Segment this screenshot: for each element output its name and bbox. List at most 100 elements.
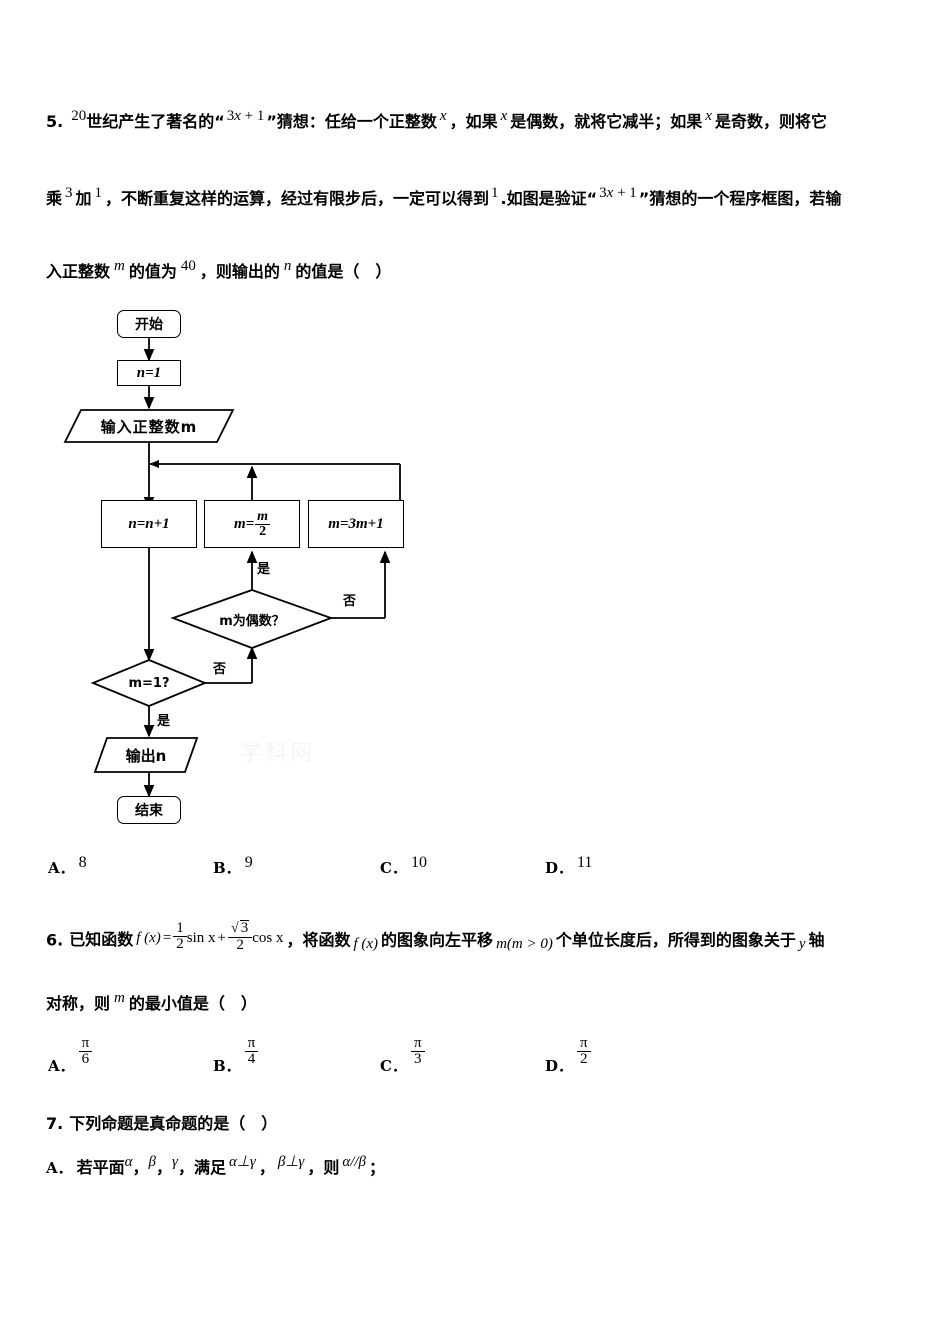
question-6-option-c-den: 3 (410, 1051, 425, 1068)
flow-edge-label-even-yes: 是 (257, 562, 271, 577)
question-7-plane-gamma: γ (172, 1154, 178, 1170)
question-6-option-a-den: 6 (78, 1051, 93, 1068)
question-5-text-e: 是奇数，则将它 (714, 112, 827, 131)
question-6-option-b[interactable]: B． π 4 (213, 1028, 259, 1076)
question-6-option-d-num: π (580, 1034, 588, 1051)
question-6-sqrt3-den: 2 (228, 936, 253, 954)
question-6-fx: f (x) (136, 930, 161, 947)
question-5-l3-text-a: 入正整数 (46, 262, 111, 281)
question-7-option-a-text-1: 若平面 (76, 1158, 125, 1177)
question-5-sup-20: 20 (71, 108, 87, 124)
question-5-expr-1: 3x + 1 (226, 108, 265, 124)
question-5-option-d[interactable]: D． 11 (545, 840, 592, 878)
question-7-condition-2: β⊥γ (277, 1154, 305, 1170)
question-5-l2-text-b: 加 (75, 189, 92, 208)
question-5-quote-open-2: “ (586, 189, 598, 208)
question-7-conclusion: α//β (342, 1154, 367, 1170)
flow-node-is-one: m=1? (93, 660, 205, 706)
question-6-half-den: 2 (173, 936, 187, 953)
question-6-option-c-num: π (413, 1034, 422, 1051)
question-6-half-num: 1 (176, 919, 184, 936)
question-6-l2-text-b: 的最小值是（ ） (128, 994, 257, 1013)
question-6-option-a-num: π (81, 1034, 90, 1051)
question-5-text-d: 是偶数，就将它减半；如果 (510, 112, 703, 131)
flow-node-output: 输出n (95, 738, 197, 772)
question-5-number: 5. (46, 112, 64, 131)
question-5-option-d-value: 11 (577, 854, 593, 871)
question-7-number: 7. (46, 1114, 64, 1133)
question-5-l2-text-d: .如图是验证 (500, 189, 587, 208)
flow-node-halve-m-numerator: m (257, 508, 269, 524)
flow-edge-label-even-no: 否 (343, 594, 357, 609)
question-5-option-a-value: 8 (78, 854, 87, 871)
question-6-option-a[interactable]: A． π 6 (48, 1028, 93, 1076)
flow-node-start: 开始 (117, 310, 181, 338)
question-6-shift: m(m > 0) (496, 936, 553, 953)
question-6-plus: + (217, 930, 227, 947)
question-6-option-b-value: π 4 (244, 1034, 259, 1069)
question-7-comma-3: ， (258, 1158, 275, 1177)
question-6-option-d-den: 2 (577, 1051, 591, 1068)
flow-node-increment-n-label: n=n+1 (128, 515, 170, 532)
question-5-sup-one: 1 (491, 185, 499, 201)
question-6-l2-text-a: 对称，则 (46, 994, 111, 1013)
question-5-l3-text-b: 的值为 (128, 262, 177, 281)
question-6-option-d[interactable]: D． π 2 (545, 1028, 591, 1076)
flow-node-start-label: 开始 (135, 317, 163, 333)
question-6-option-c[interactable]: C． π 3 (380, 1028, 425, 1076)
question-6-number: 6. (46, 930, 64, 950)
question-6-option-b-label: B． (213, 1057, 241, 1075)
question-6-option-c-value: π 3 (410, 1034, 425, 1069)
question-5-quote-close-1: ” (266, 112, 277, 131)
question-6-option-c-label: C． (380, 1057, 407, 1075)
question-5-quote-close-2: ” (638, 189, 650, 208)
flow-node-halve-m: m= m 2 (204, 500, 300, 548)
question-5-l3-text-c: ，则输出的 (199, 262, 280, 281)
question-5-l3-text-d: 的值是（ ） (295, 262, 392, 281)
question-5-option-a[interactable]: A． 8 (48, 840, 87, 878)
question-5-option-b[interactable]: B． 9 (213, 840, 253, 878)
flow-node-input: 输入正整数m (65, 410, 233, 442)
flow-node-is-even: m为偶数？ (173, 590, 331, 648)
question-5-var-m: m (114, 258, 125, 274)
question-6-sin-x: sin x (186, 930, 216, 947)
flow-node-is-one-label: m=1? (93, 660, 205, 706)
question-7-semicolon: ； (369, 1158, 386, 1177)
question-5-l2-text-e: 猜想的一个程序框图，若输 (649, 189, 842, 208)
flow-node-halve-m-expr: m= m 2 (234, 508, 271, 539)
question-5-option-c[interactable]: C． 10 (380, 840, 427, 878)
question-7-line-1: 7.下列命题是真命题的是（ ） (46, 1110, 277, 1134)
question-5-expr-2: 3x + 1 (599, 185, 637, 201)
flow-node-end: 结束 (117, 796, 181, 824)
flow-node-increment-n: n=n+1 (101, 500, 197, 548)
flowchart-connectors (63, 338, 401, 798)
question-7-comma-1: ， (132, 1158, 149, 1177)
question-7-comma-2: ， (156, 1158, 173, 1177)
question-5-l2-text-c: ，不断重复这样的运算，经过有限步后，一定可以得到 (105, 189, 490, 208)
question-7-comma-4: ，则 (307, 1158, 340, 1177)
question-7-plane-alpha: α (124, 1154, 133, 1170)
question-6-option-d-label: D． (545, 1057, 574, 1075)
flow-node-init-n: n=1 (117, 360, 181, 386)
question-6-axis-y: y (798, 936, 806, 953)
question-5-text-c: ，如果 (449, 112, 498, 131)
question-6-text-c: 的图象向左平移 (381, 930, 494, 950)
flow-node-triple-m-label: m=3m+1 (328, 515, 384, 532)
flow-node-is-even-label: m为偶数？ (219, 613, 285, 629)
question-6-option-b-num: π (247, 1034, 256, 1051)
question-7-option-a-text-2: ，满足 (177, 1158, 226, 1177)
question-5-var-x-3: x (705, 108, 712, 124)
question-5-sup-3: 3 (65, 185, 73, 201)
question-6-option-b-den: 4 (244, 1051, 259, 1068)
question-5-var-x-1: x (439, 108, 447, 124)
flow-node-output-label: 输出n (125, 746, 167, 765)
question-5-option-a-label: A． (48, 859, 75, 877)
question-6-fx2: f (x) (353, 936, 379, 953)
